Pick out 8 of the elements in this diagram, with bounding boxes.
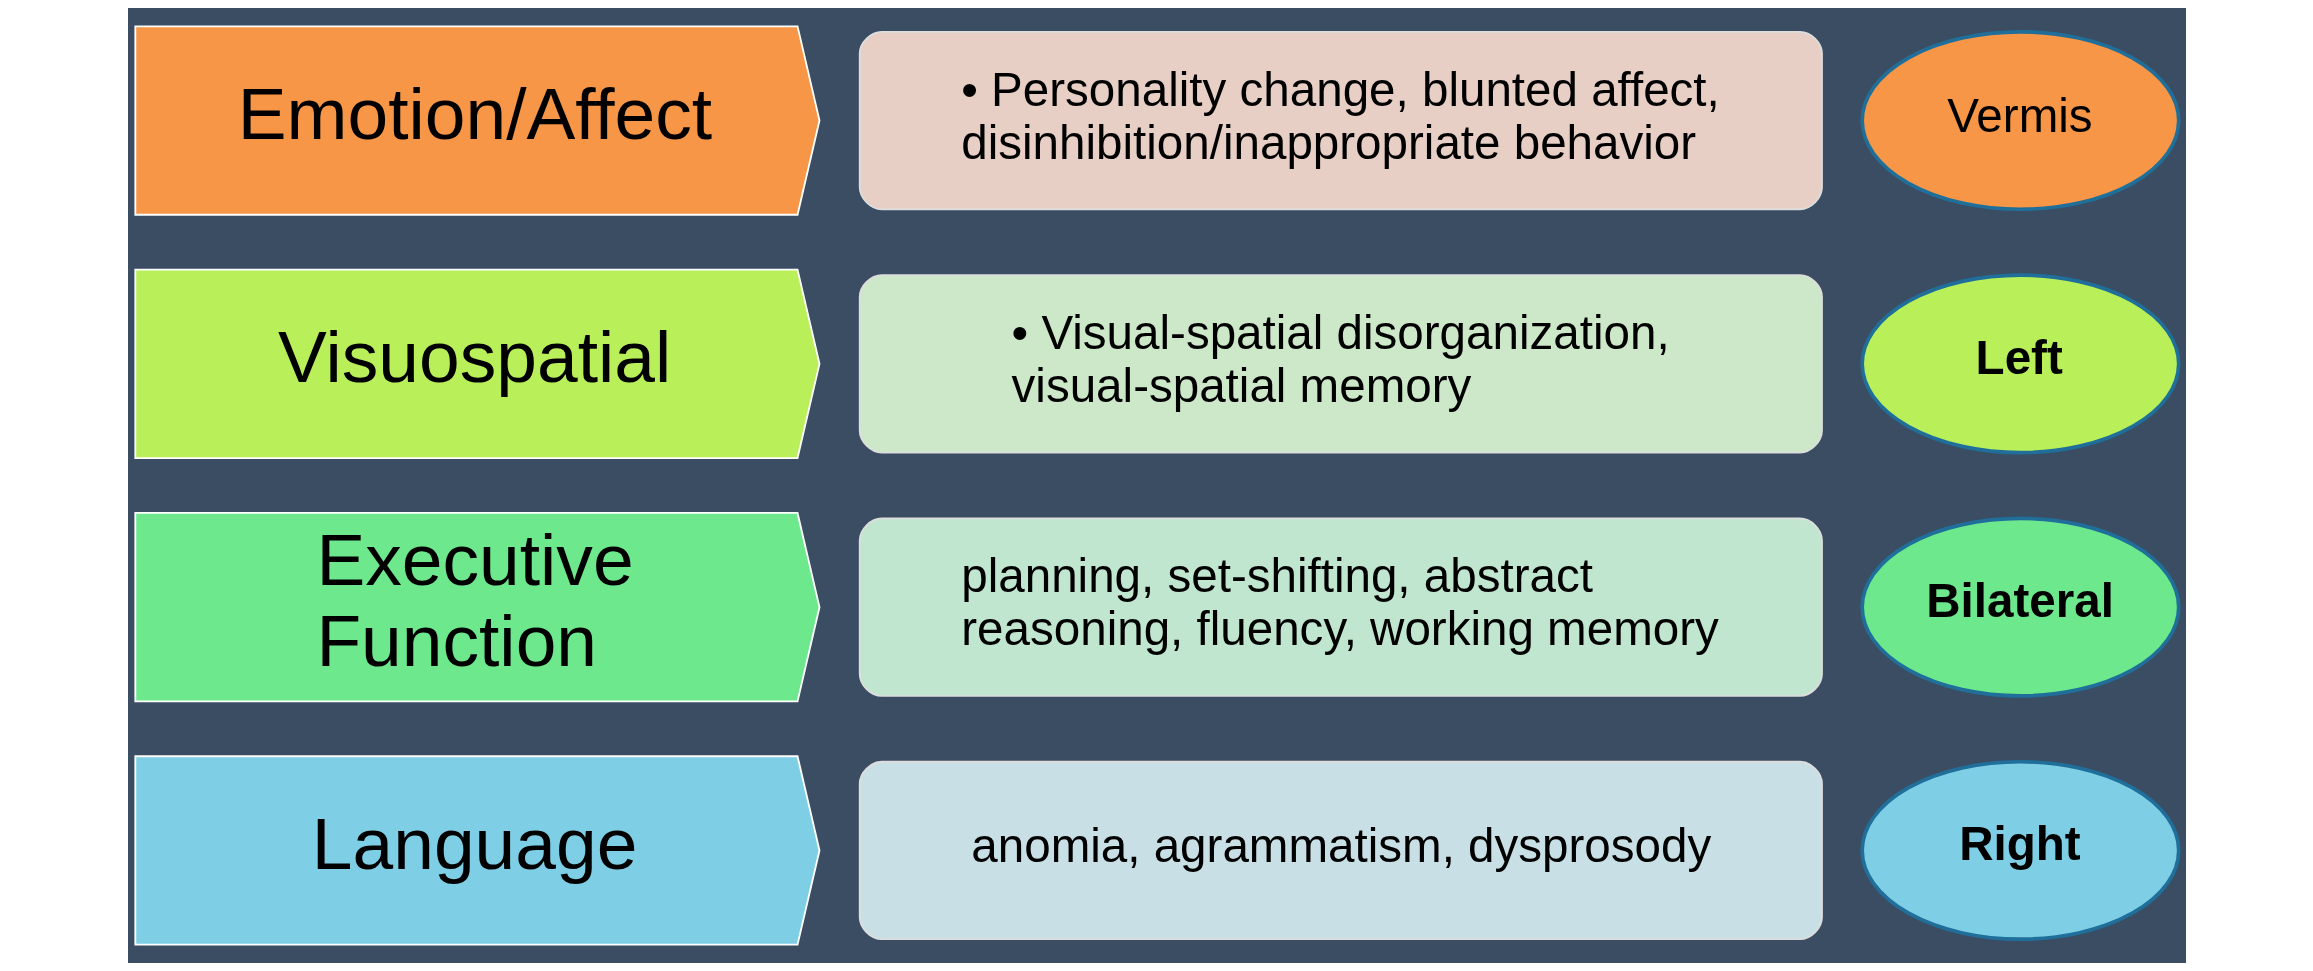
node-box: planning, set-shifting, abstract reasoning, fluency, working memory <box>858 517 1823 697</box>
node-ellipse: Bilateral <box>1859 516 2180 698</box>
node-ellipse: Left <box>1859 273 2180 455</box>
node-ellipse: Right <box>1859 759 2180 941</box>
node-box: anomia, agrammatism, dysprosody <box>858 760 1823 941</box>
node-ellipse: Vermis <box>1859 30 2180 212</box>
node-box: • Personality change, blunted affect, disinhibition/inappropriate behavior <box>858 30 1823 211</box>
node-box: • Visual-spatial disorganization, visual-spatial memory <box>858 274 1823 454</box>
